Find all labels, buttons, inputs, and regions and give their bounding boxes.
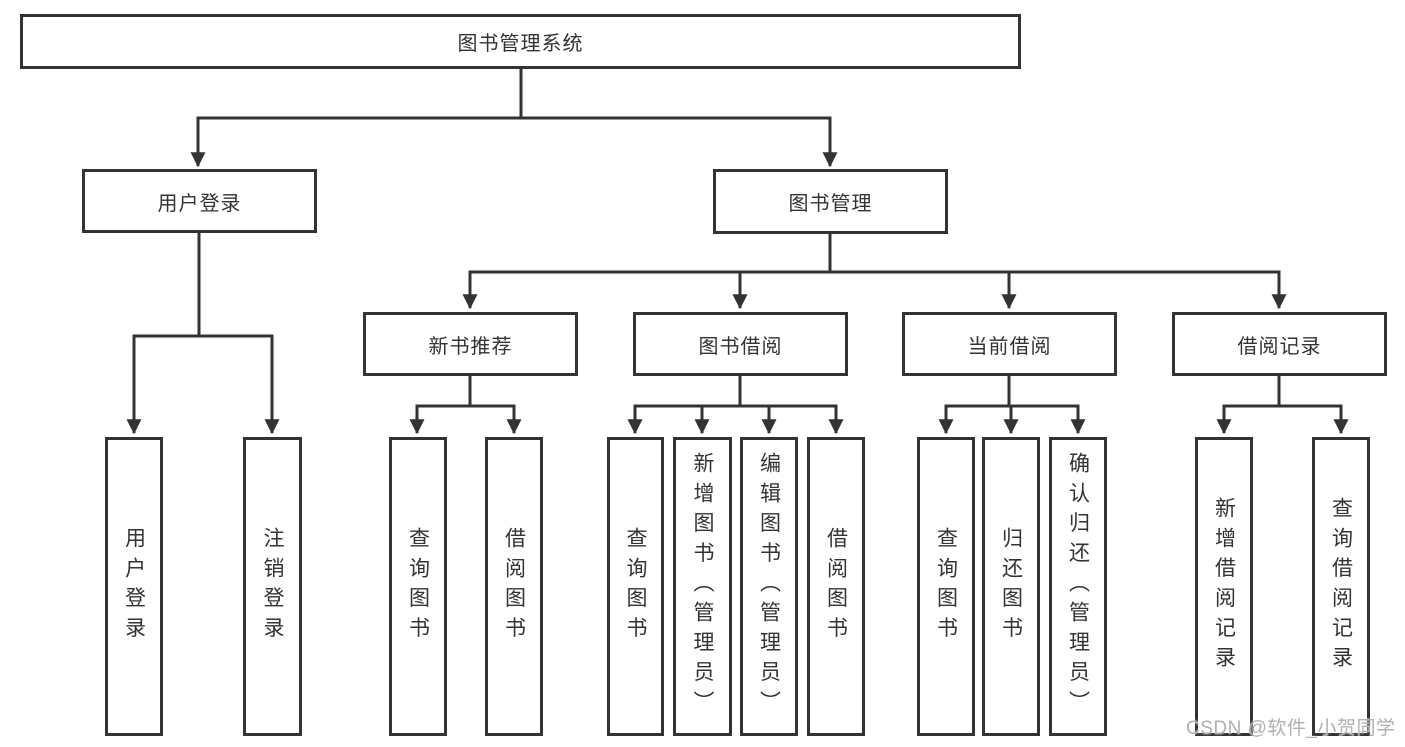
- node-new-book-recommend: 新书推荐: [363, 312, 578, 376]
- node-label: 当前借阅: [967, 335, 1052, 358]
- node-label: 查询图书: [934, 526, 958, 647]
- connector-new-book-stem: [415, 376, 516, 408]
- leaf-logout-login: 注销登录: [243, 437, 302, 736]
- node-label: 图书管理系统: [457, 33, 584, 55]
- node-book-management: 图书管理: [713, 169, 948, 234]
- node-borrow-records: 借阅记录: [1172, 312, 1387, 376]
- node-label: 新增借阅记录: [1212, 497, 1236, 676]
- node-label: 用户登录: [157, 192, 242, 215]
- connector-current-borrow-stem: [944, 376, 1080, 408]
- node-label: 借阅图书: [824, 526, 848, 647]
- node-label: 借阅图书: [502, 526, 526, 647]
- node-label: 图书管理: [788, 193, 873, 215]
- node-label: 确认归还（管理员）: [1066, 452, 1090, 721]
- node-label: 用户登录: [122, 526, 146, 647]
- leaf-add-borrow-record: 新增借阅记录: [1195, 437, 1253, 736]
- leaf-query-books-new-book: 查询图书: [389, 437, 447, 736]
- node-label: 借阅记录: [1237, 335, 1322, 358]
- connector-book-management-stem: [468, 234, 1281, 274]
- node-library-system: 图书管理系统: [20, 14, 1021, 69]
- leaf-borrow-books-borrow: 借阅图书: [807, 437, 865, 736]
- leaf-borrow-books-new-book: 借阅图书: [485, 437, 543, 736]
- leaf-edit-book-admin: 编辑图书（管理员）: [740, 437, 798, 736]
- connector-root-stem: [196, 69, 832, 120]
- connector-borrow-records-stem: [1222, 376, 1343, 408]
- node-user-login: 用户登录: [82, 169, 317, 233]
- leaf-query-books-borrow: 查询图书: [607, 437, 664, 736]
- node-label: 查询借阅记录: [1329, 497, 1353, 676]
- leaf-confirm-return-admin: 确认归还（管理员）: [1049, 437, 1107, 736]
- node-label: 查询图书: [624, 526, 647, 647]
- node-label: 注销登录: [261, 526, 284, 647]
- leaf-return-book: 归还图书: [982, 437, 1040, 736]
- leaf-query-books-current: 查询图书: [917, 437, 975, 736]
- node-label: 新书推荐: [428, 335, 513, 358]
- leaf-query-borrow-record: 查询借阅记录: [1312, 437, 1370, 736]
- node-current-borrow: 当前借阅: [902, 312, 1117, 376]
- node-label: 查询图书: [406, 526, 430, 647]
- leaf-user-login: 用户登录: [105, 437, 163, 736]
- node-label: 新增图书（管理员）: [691, 452, 714, 721]
- node-label: 归还图书: [999, 526, 1023, 647]
- connector-user-login-stem: [132, 233, 274, 338]
- csdn-watermark: CSDN @软件_小贺同学: [1186, 718, 1396, 739]
- node-label: 编辑图书（管理员）: [757, 452, 781, 721]
- node-label: 图书借阅: [698, 335, 783, 358]
- leaf-add-book-admin: 新增图书（管理员）: [673, 437, 732, 736]
- node-book-borrow: 图书借阅: [633, 312, 848, 376]
- connector-book-borrow-stem: [633, 376, 838, 408]
